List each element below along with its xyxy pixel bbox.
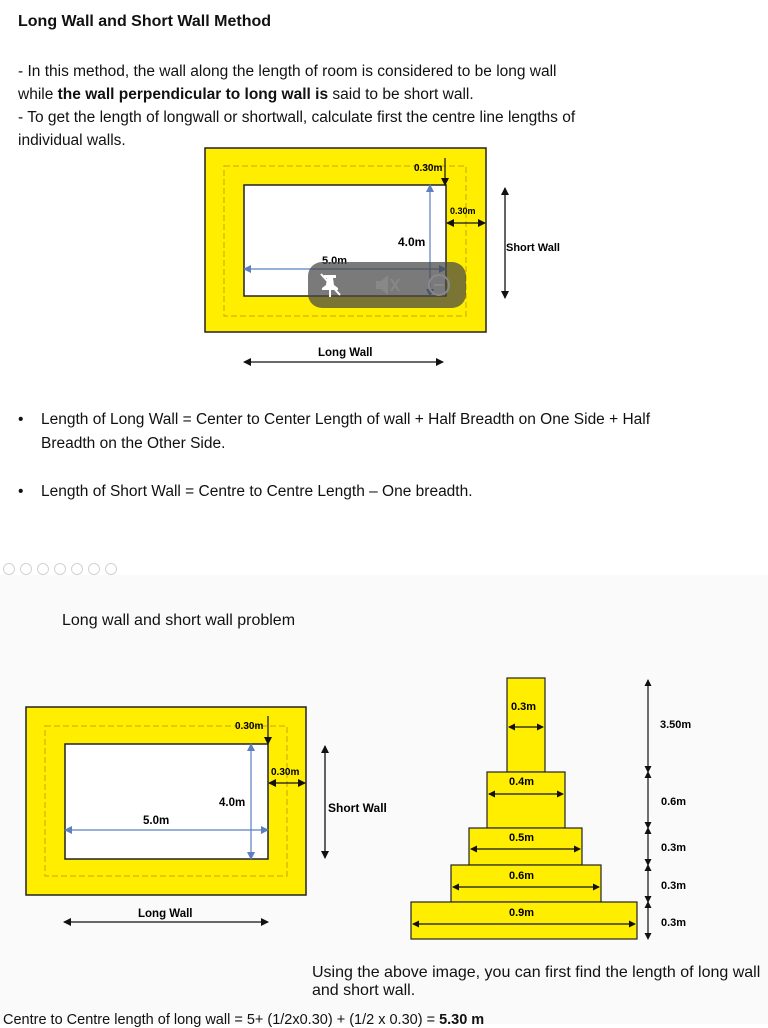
minus-circle-icon[interactable] bbox=[428, 274, 450, 296]
footer-calc-text: Centre to Centre length of long wall = 5… bbox=[3, 1012, 440, 1028]
overlay-icons bbox=[320, 273, 450, 297]
footing-step-2 bbox=[486, 771, 566, 829]
length-label: 5.0m bbox=[143, 815, 169, 827]
height-label-3: 0.3m bbox=[661, 842, 686, 854]
thickness-top-label: 0.30m bbox=[235, 721, 263, 732]
height-label-4: 0.3m bbox=[661, 880, 686, 892]
pin-off-icon[interactable] bbox=[320, 273, 341, 297]
height-label: 4.0m bbox=[398, 235, 425, 249]
paragraph-1-text-a: while bbox=[18, 86, 58, 103]
centre-line bbox=[44, 725, 288, 877]
viewer-toolbar-icons[interactable] bbox=[2, 562, 122, 576]
paragraph-2-line-1: - To get the length of longwall or short… bbox=[18, 109, 576, 126]
footing-step-1 bbox=[506, 677, 546, 773]
long-wall-label: Long Wall bbox=[138, 908, 193, 920]
problem-title: Long wall and short wall problem bbox=[62, 612, 296, 629]
page-title: Long Wall and Short Wall Method bbox=[18, 13, 272, 30]
thickness-side-label: 0.30m bbox=[271, 767, 299, 778]
width-label-5: 0.9m bbox=[509, 907, 534, 919]
short-wall-label: Short Wall bbox=[506, 242, 560, 254]
thickness-top-label: 0.30m bbox=[414, 163, 442, 174]
paragraph-1-line-1: - In this method, the wall along the len… bbox=[18, 63, 557, 80]
paragraph-1-line-2: while the wall perpendicular to long wal… bbox=[18, 83, 575, 106]
height-label-2: 0.6m bbox=[661, 796, 686, 808]
width-label-1: 0.3m bbox=[511, 701, 536, 713]
width-label-3: 0.5m bbox=[509, 832, 534, 844]
paragraph-1-text-c: said to be short wall. bbox=[328, 86, 474, 103]
footer-text: Using the above image, you can first fin… bbox=[312, 964, 761, 999]
room-inner-rect bbox=[64, 743, 269, 860]
width-label-2: 0.4m bbox=[509, 776, 534, 788]
height-label-1: 3.50m bbox=[660, 719, 691, 731]
wall-diagram-2: 0.30m 0.30m 4.0m 5.0m Short Wall Long Wa… bbox=[25, 706, 387, 926]
footer-calculation: Centre to Centre length of long wall = 5… bbox=[3, 1012, 484, 1028]
height-label-5: 0.3m bbox=[661, 917, 686, 929]
short-wall-label: Short Wall bbox=[328, 801, 387, 815]
long-wall-label: Long Wall bbox=[318, 347, 373, 359]
mute-icon[interactable] bbox=[376, 275, 400, 295]
bullet-1-line-2: Breadth on the Other Side. bbox=[41, 435, 226, 452]
wall-diagram-1: 0.30m 0.30m 4.0m 5.0m Short Wall Long Wa… bbox=[204, 147, 560, 366]
bullet-dot: • bbox=[18, 411, 24, 428]
bullet-dot: • bbox=[18, 483, 24, 500]
height-label: 4.0m bbox=[219, 797, 245, 809]
paragraph-1-bold-text: the wall perpendicular to long wall is bbox=[57, 86, 329, 103]
paragraph-2-line-2: individual walls. bbox=[18, 132, 126, 149]
paragraph-1: - In this method, the wall along the len… bbox=[18, 60, 575, 152]
width-label-4: 0.6m bbox=[509, 870, 534, 882]
thickness-side-label: 0.30m bbox=[450, 206, 476, 216]
footer-calc-result: 5.30 m bbox=[439, 1012, 485, 1028]
bullet-1-line-1: Length of Long Wall = Center to Center L… bbox=[41, 411, 651, 428]
footing-diagram: 0.3m 0.4m 0.5m 0.6m 0.9m 3.50m 0.6m 0.3m… bbox=[410, 677, 691, 940]
bullet-2-text: Length of Short Wall = Centre to Centre … bbox=[41, 483, 473, 500]
video-overlay-controls[interactable] bbox=[308, 262, 466, 308]
centre-line bbox=[223, 165, 467, 317]
